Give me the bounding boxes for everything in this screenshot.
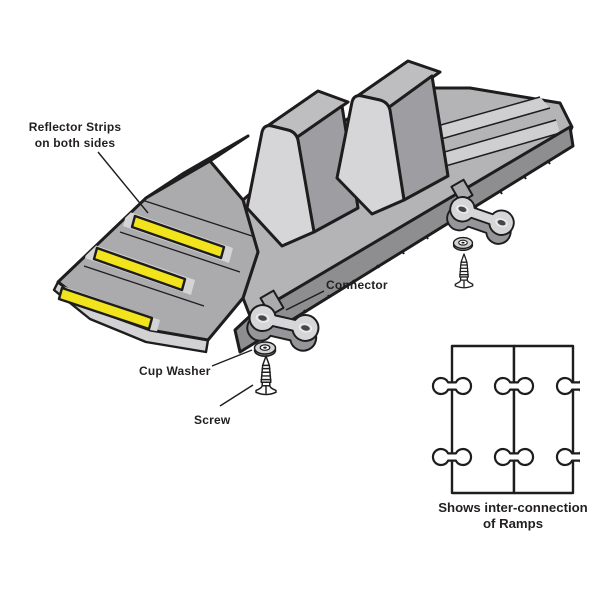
- label-cup-washer: Cup Washer: [139, 364, 211, 378]
- reflector-strip-1: [130, 214, 226, 260]
- label-reflector-line1: Reflector Strips: [29, 120, 122, 134]
- caption-line2: of Ramps: [483, 516, 543, 531]
- ramp-front-face: [233, 125, 575, 354]
- screw-right: [454, 253, 474, 289]
- cup-washer-right: [452, 236, 474, 252]
- leader-reflector: [97, 151, 149, 214]
- leader-screw: [219, 384, 254, 407]
- ramp-hump-right: [335, 59, 450, 216]
- interconnection-diagram: Shows inter-connection of Ramps: [431, 344, 588, 531]
- ramp-illustration: [52, 59, 575, 354]
- caption-line1: Shows inter-connection: [438, 500, 587, 515]
- leader-connector: [285, 290, 325, 311]
- ramp-slope-face: [52, 134, 260, 354]
- label-screw: Screw: [194, 413, 231, 427]
- fastener-right: [444, 194, 517, 289]
- leader-cup-washer: [211, 349, 253, 367]
- label-connector: Connector: [326, 278, 388, 292]
- reflector-strip-2: [92, 246, 187, 292]
- ramp-hump-middle: [245, 89, 360, 248]
- ramp-outline-right: [512, 344, 575, 495]
- ramp-outline-left: [450, 344, 516, 495]
- interconnect-half-bone: [555, 447, 580, 467]
- cup-washer-middle: [253, 341, 277, 357]
- leader-lines: [97, 151, 325, 407]
- reflector-strip-3: [57, 286, 154, 331]
- fastener-middle: [245, 302, 321, 396]
- interconnect-half-bone: [555, 376, 580, 396]
- label-reflector-line2: on both sides: [35, 136, 116, 150]
- screw-middle: [255, 355, 277, 396]
